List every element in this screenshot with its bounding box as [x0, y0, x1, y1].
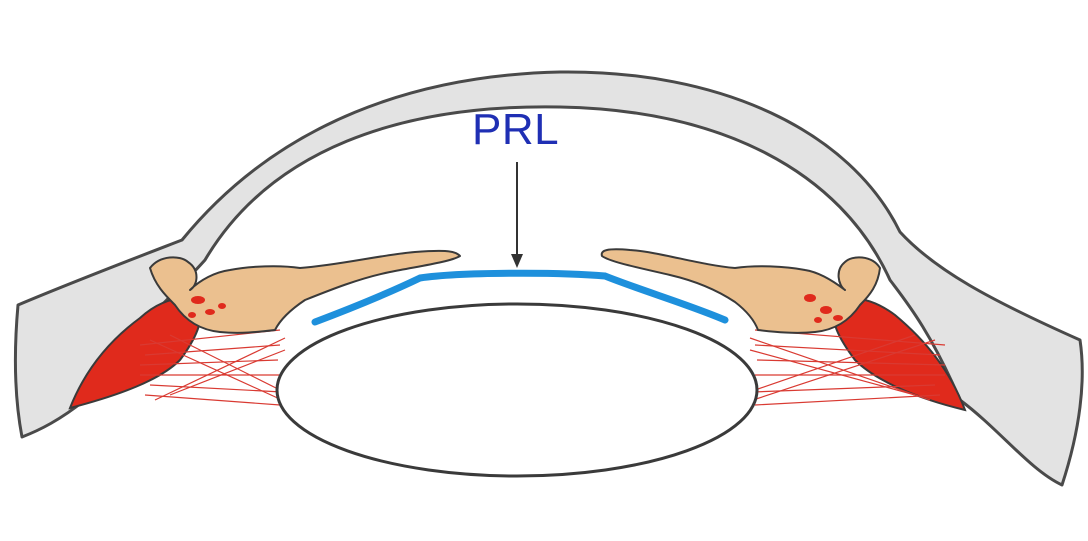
pointer-arrowhead	[511, 254, 523, 268]
iris-left	[149, 249, 461, 334]
iris-vessels-right	[804, 294, 843, 323]
iris-right	[600, 248, 881, 334]
prl-lens	[311, 269, 729, 326]
iris-vessels-left	[188, 296, 226, 318]
crystalline-lens	[275, 302, 759, 478]
zonules-left	[139, 329, 286, 406]
prl-label: PRL	[472, 105, 560, 154]
